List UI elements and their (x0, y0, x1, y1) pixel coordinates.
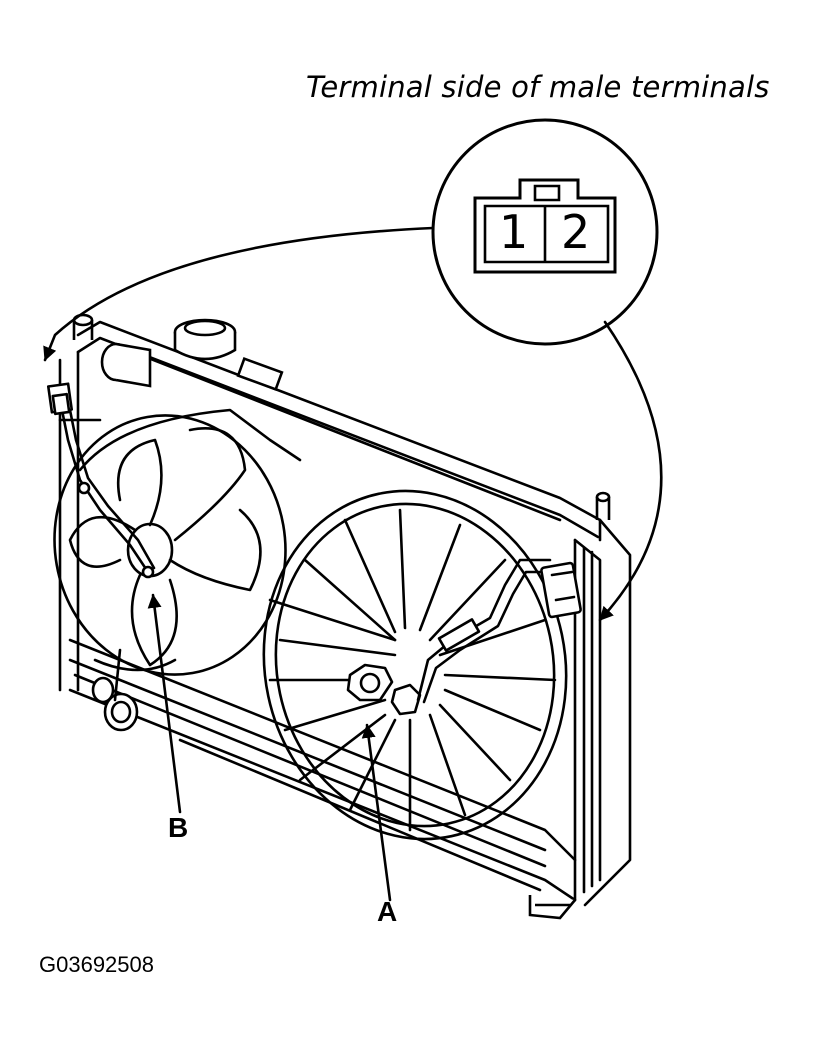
leader-lines (43, 228, 661, 900)
radiator-cap (175, 320, 282, 389)
callout-a: A (377, 896, 398, 927)
callout-b: B (168, 812, 189, 843)
fan-b-harness (48, 384, 154, 577)
connector-view-caption: Terminal side of male terminals (306, 70, 770, 104)
drain-outlet (530, 895, 575, 918)
fan-a-harness (418, 560, 581, 702)
figure-id: G03692508 (39, 952, 154, 977)
connector-pin-1: 1 (499, 205, 529, 259)
right-top-stud (597, 493, 609, 520)
fan-a (232, 463, 598, 868)
connector-closeup (433, 120, 657, 344)
lower-hose-outlet (93, 678, 137, 730)
fan-b (34, 397, 306, 700)
connector-pin-2: 2 (561, 205, 591, 259)
upper-hose-outlet (74, 315, 150, 386)
